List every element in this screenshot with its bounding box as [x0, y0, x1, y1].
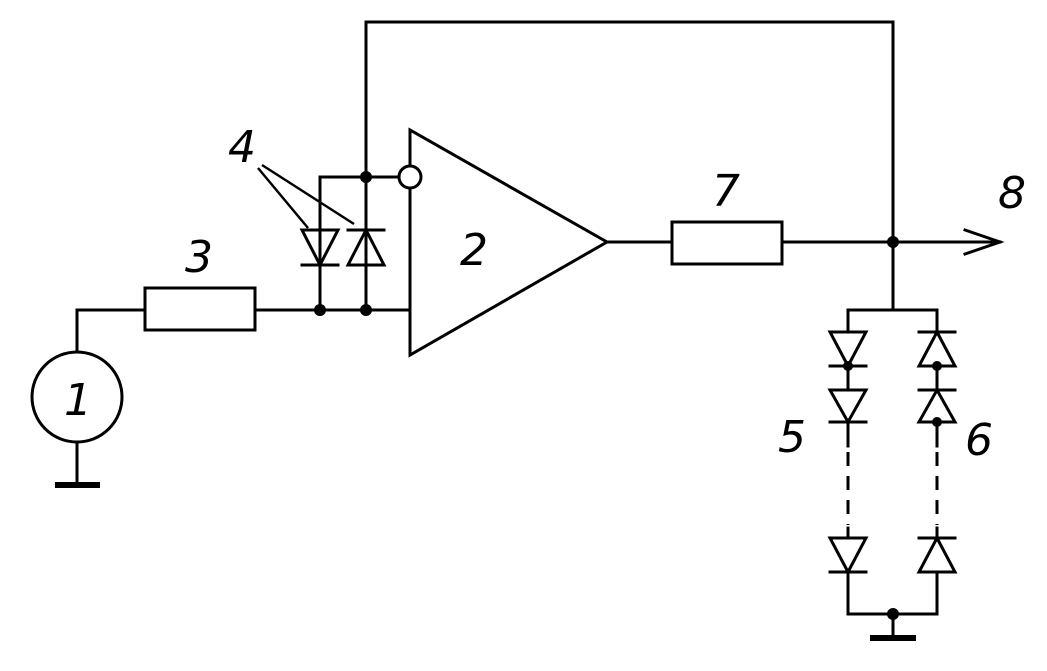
label-amplifier: 2 — [460, 225, 488, 276]
resistor-7 — [670, 220, 784, 266]
resistor-3 — [143, 286, 257, 332]
diode-chain-6 — [916, 308, 958, 616]
output-arrow-icon — [963, 228, 1005, 256]
diode-chain-5 — [827, 308, 869, 616]
label-resistor-7: 7 — [712, 166, 740, 217]
pointer-line-right — [261, 163, 355, 226]
voltage-source — [30, 308, 124, 488]
amplifier — [397, 127, 611, 358]
label-source: 1 — [64, 375, 92, 426]
label-input-diodes: 4 — [228, 122, 256, 173]
pointer-line-left — [257, 167, 309, 229]
label-diode-chain-6: 6 — [965, 415, 993, 466]
label-diode-chain-5: 5 — [778, 412, 806, 463]
inverting-input-circle — [397, 164, 423, 190]
label-resistor-3: 3 — [185, 232, 213, 283]
diode-up — [345, 226, 387, 267]
feedback-wire — [364, 20, 895, 244]
input-diode-pair — [299, 20, 412, 312]
label-output: 8 — [998, 168, 1026, 219]
diode-down — [299, 228, 341, 269]
